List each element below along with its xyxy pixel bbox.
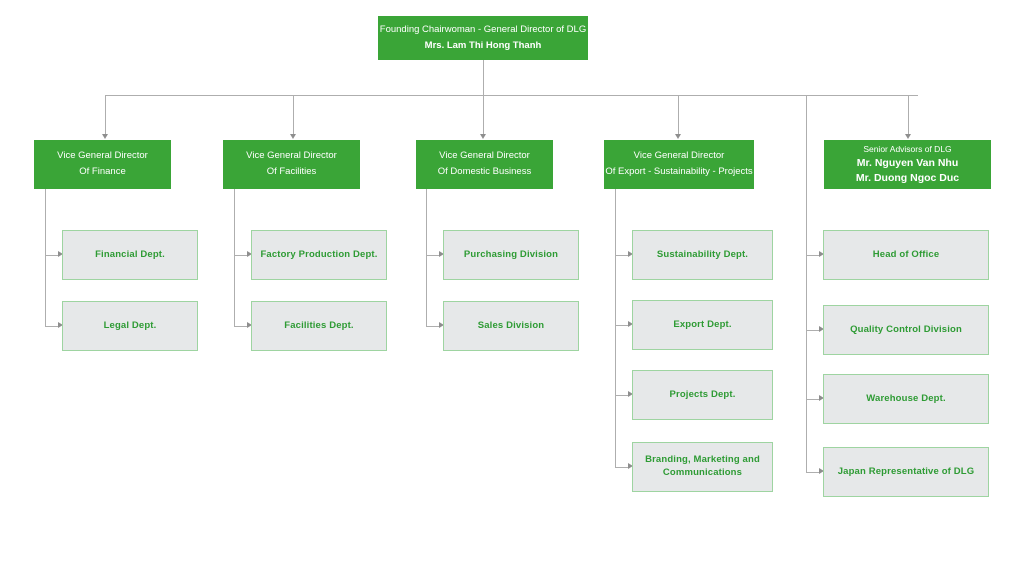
dept-projects-label: Projects Dept. — [669, 388, 736, 400]
connector-col2-spine — [234, 189, 235, 326]
node-dept-financial[interactable]: Financial Dept. — [62, 230, 198, 280]
connector-col4-branch-2 — [615, 325, 629, 326]
connector-col3-spine — [426, 189, 427, 326]
connector-col1-branch-1 — [45, 255, 59, 256]
node-dept-branding-marketing-communications[interactable]: Branding, Marketing and Communications — [632, 442, 773, 492]
arrowhead-col2-dept-1 — [247, 251, 252, 257]
node-dept-sales-division[interactable]: Sales Division — [443, 301, 579, 351]
node-dept-warehouse[interactable]: Warehouse Dept. — [823, 374, 989, 424]
dept-export-label: Export Dept. — [673, 318, 732, 330]
connector-col5-branch-2 — [806, 330, 820, 331]
node-dept-facilities[interactable]: Facilities Dept. — [251, 301, 387, 351]
vgd-domestic-line1: Vice General Director — [439, 150, 530, 162]
connector-col5-branch-4 — [806, 472, 820, 473]
connector-bus-drop-2 — [293, 95, 294, 135]
arrowhead-col4-dept-2 — [628, 321, 633, 327]
arrowhead-col3-dept-2 — [439, 322, 444, 328]
arrowhead-col4-dept-3 — [628, 391, 633, 397]
connector-col5-branch-1 — [806, 255, 820, 256]
connector-bus-drop-1 — [105, 95, 106, 135]
dept-facilities-label: Facilities Dept. — [284, 319, 354, 331]
connector-col5-spine — [806, 95, 807, 472]
arrowhead-col4-dept-4 — [628, 463, 633, 469]
arrowhead-col4-dept-1 — [628, 251, 633, 257]
vgd-export-line1: Vice General Director — [633, 150, 725, 162]
arrowhead-col1-dept-2 — [58, 322, 63, 328]
node-vgd-export-sustainability-projects[interactable]: Vice General Director Of Export - Sustai… — [604, 140, 754, 189]
node-dept-projects[interactable]: Projects Dept. — [632, 370, 773, 420]
node-dept-head-of-office[interactable]: Head of Office — [823, 230, 989, 280]
vgd-export-line2: Of Export - Sustainability - Projects — [605, 166, 753, 177]
connector-bus-drop-3 — [483, 95, 484, 135]
vgd-facilities-line1: Vice General Director — [246, 150, 337, 162]
connector-bus-drop-4 — [678, 95, 679, 135]
connector-col4-spine — [615, 189, 616, 467]
node-dept-purchasing-division[interactable]: Purchasing Division — [443, 230, 579, 280]
dept-head-of-office-label: Head of Office — [872, 248, 940, 260]
arrowhead-col3-dept-1 — [439, 251, 444, 257]
arrowhead-col5-dept-2 — [819, 326, 824, 332]
node-vgd-facilities[interactable]: Vice General Director Of Facilities — [223, 140, 360, 189]
dept-japan-representative-label: Japan Representative of DLG — [837, 465, 975, 477]
connector-col2-branch-1 — [234, 255, 248, 256]
dept-sustainability-label: Sustainability Dept. — [656, 248, 749, 260]
dept-legal-label: Legal Dept. — [103, 319, 157, 331]
arrowhead-col5-dept-1 — [819, 251, 824, 257]
dept-sales-label: Sales Division — [477, 319, 545, 331]
connector-col3-branch-2 — [426, 326, 440, 327]
arrowhead-exec-2 — [290, 134, 296, 139]
vgd-domestic-line2: Of Domestic Business — [437, 166, 532, 177]
dept-purchasing-label: Purchasing Division — [463, 248, 559, 260]
root-title: Founding Chairwoman - General Director o… — [379, 23, 587, 35]
arrowhead-col5-dept-3 — [819, 395, 824, 401]
dept-financial-label: Financial Dept. — [95, 248, 165, 260]
advisor-name-2: Mr. Duong Ngoc Duc — [855, 172, 960, 185]
connector-col1-spine — [45, 189, 46, 326]
connector-root-stem — [483, 60, 484, 95]
connector-col4-branch-1 — [615, 255, 629, 256]
dept-quality-control-label: Quality Control Division — [850, 323, 962, 335]
vgd-facilities-line2: Of Facilities — [266, 166, 317, 177]
dept-warehouse-label: Warehouse Dept. — [866, 392, 946, 404]
node-vgd-finance[interactable]: Vice General Director Of Finance — [34, 140, 171, 189]
node-dept-sustainability[interactable]: Sustainability Dept. — [632, 230, 773, 280]
connector-col5-branch-3 — [806, 399, 820, 400]
node-dept-export[interactable]: Export Dept. — [632, 300, 773, 350]
node-dept-legal[interactable]: Legal Dept. — [62, 301, 198, 351]
node-founding-chairwoman[interactable]: Founding Chairwoman - General Director o… — [378, 16, 588, 60]
dept-branding-label-line1: Branding, Marketing and — [645, 454, 760, 466]
dept-factory-production-label: Factory Production Dept. — [260, 248, 378, 260]
connector-top-bus — [105, 95, 918, 96]
root-name: Mrs. Lam Thi Hong Thanh — [424, 39, 542, 51]
arrowhead-advisors — [905, 134, 911, 139]
arrowhead-exec-3 — [480, 134, 486, 139]
connector-col4-branch-4 — [615, 467, 629, 468]
arrowhead-col2-dept-2 — [247, 322, 252, 328]
arrowhead-exec-4 — [675, 134, 681, 139]
vgd-finance-line1: Vice General Director — [57, 150, 148, 162]
connector-col3-branch-1 — [426, 255, 440, 256]
connector-bus-drop-advisors — [908, 95, 909, 135]
node-dept-factory-production[interactable]: Factory Production Dept. — [251, 230, 387, 280]
vgd-finance-line2: Of Finance — [79, 166, 126, 177]
node-dept-japan-representative[interactable]: Japan Representative of DLG — [823, 447, 989, 497]
arrowhead-col5-dept-4 — [819, 468, 824, 474]
node-vgd-domestic-business[interactable]: Vice General Director Of Domestic Busine… — [416, 140, 553, 189]
connector-col1-branch-2 — [45, 326, 59, 327]
advisor-name-1: Mr. Nguyen Van Nhu — [856, 157, 959, 170]
dept-branding-label-line2: Communications — [662, 467, 743, 478]
advisors-title: Senior Advisors of DLG — [863, 143, 952, 154]
arrowhead-exec-1 — [102, 134, 108, 139]
node-senior-advisors[interactable]: Senior Advisors of DLG Mr. Nguyen Van Nh… — [824, 140, 991, 189]
node-dept-quality-control-division[interactable]: Quality Control Division — [823, 305, 989, 355]
connector-col2-branch-2 — [234, 326, 248, 327]
arrowhead-col1-dept-1 — [58, 251, 63, 257]
connector-col4-branch-3 — [615, 395, 629, 396]
